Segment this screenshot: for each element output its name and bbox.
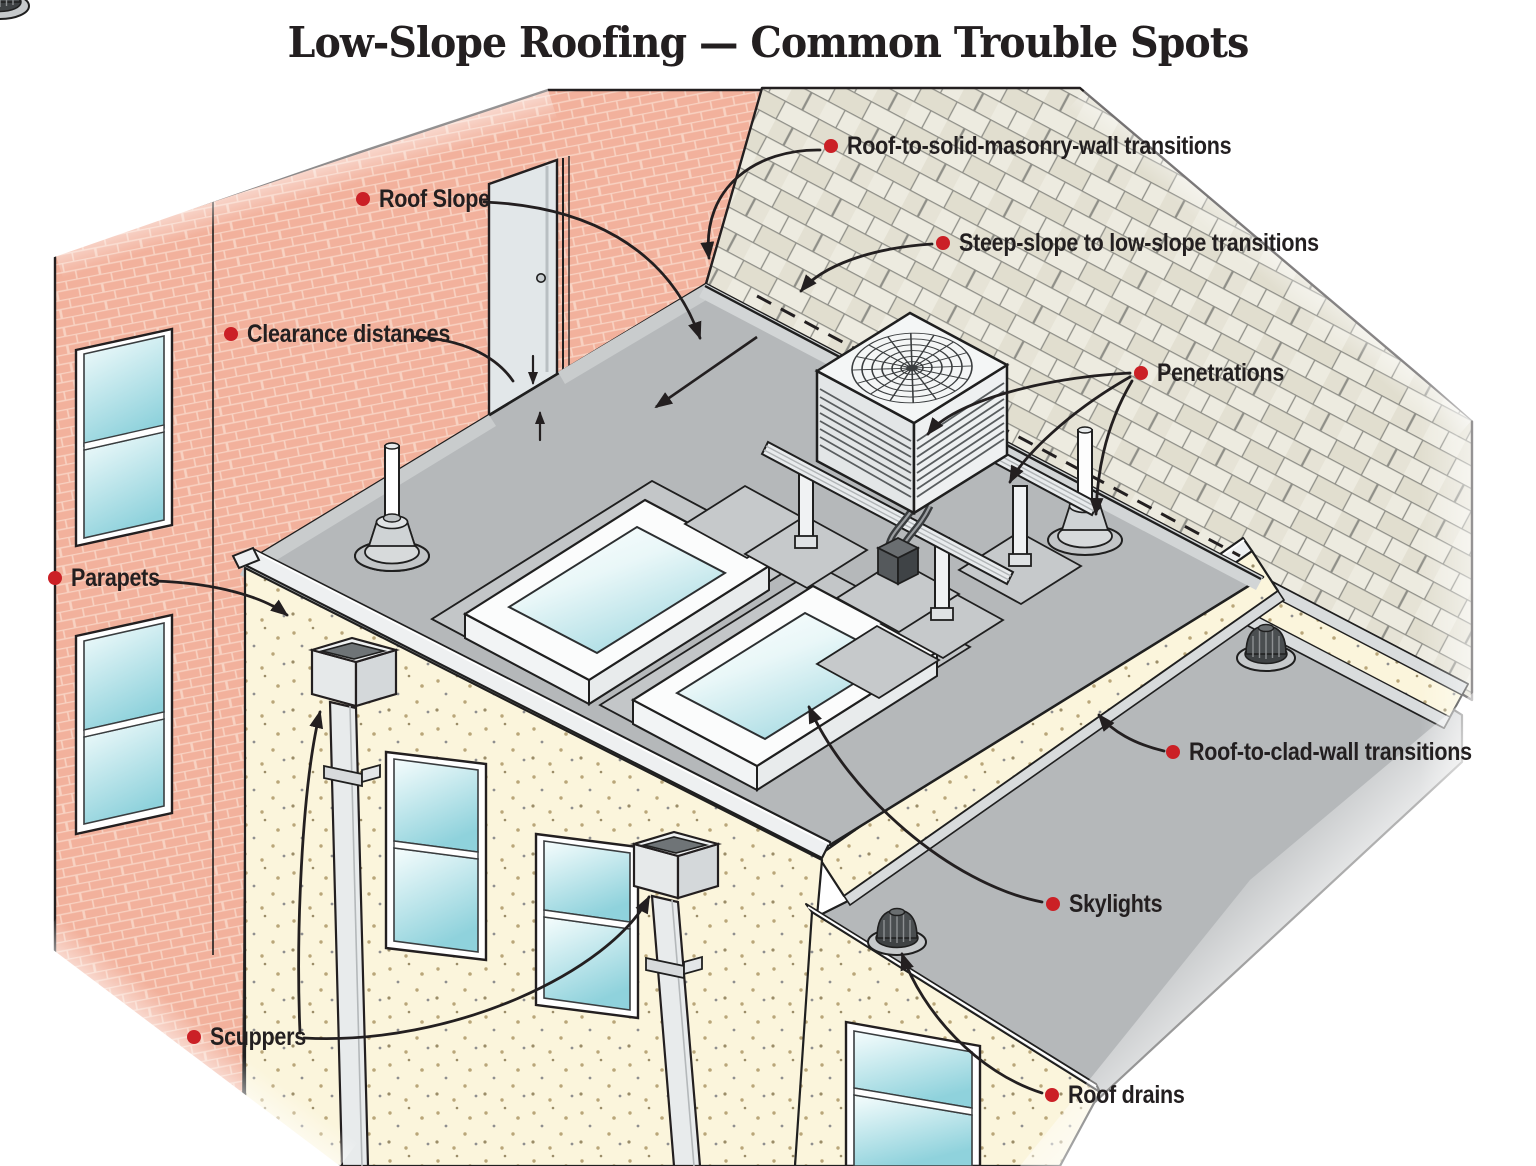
- louvers: [819, 382, 1005, 498]
- label-penetrations: Penetrations: [1134, 358, 1305, 388]
- title-bar: Low-Slope Roofing — Common Trouble Spots: [0, 18, 1536, 67]
- leader-steep-to-low: [799, 242, 934, 293]
- bullet-icon: [824, 139, 838, 153]
- front-wall-window-left: [384, 750, 488, 962]
- label-steep-to-low: Steep-slope to low-slope transitions: [936, 228, 1377, 258]
- hvac-assembly: [683, 311, 1100, 700]
- leader-scuppers-right: [302, 895, 651, 1040]
- label-clearance: Clearance distances: [224, 319, 483, 349]
- brick-wall-window-upper: [74, 327, 174, 548]
- label-scuppers: Scuppers: [187, 1022, 322, 1052]
- bullet-icon: [1166, 745, 1180, 759]
- leader-roof-to-masonry: [700, 148, 822, 260]
- fan-grille: [851, 332, 973, 404]
- label-skylights: Skylights: [1046, 889, 1177, 919]
- conduit-penetration: [875, 498, 934, 586]
- leader-parapets: [153, 579, 289, 617]
- hvac-unit: [814, 311, 1010, 516]
- leader-skylights: [807, 705, 1044, 904]
- bullet-icon: [48, 571, 62, 585]
- callout-arrows: [153, 148, 1166, 1095]
- support-pads: [683, 484, 1083, 700]
- page-title: Low-Slope Roofing — Common Trouble Spots: [287, 18, 1250, 67]
- scupper-left: [308, 636, 400, 1166]
- label-roof-slope: Roof Slope: [356, 184, 508, 214]
- label-roof-drains: Roof drains: [1045, 1080, 1204, 1110]
- bullet-icon: [1045, 1088, 1059, 1102]
- lower-wall-window: [844, 1020, 982, 1166]
- leader-roof-to-clad: [1097, 713, 1166, 753]
- leader-clearance: [413, 335, 515, 383]
- brick-wall-window-lower: [74, 613, 174, 836]
- bullet-icon: [1046, 897, 1060, 911]
- leader-roof-slope: [482, 200, 702, 340]
- bullet-icon: [187, 1030, 201, 1044]
- bullet-icon: [1134, 366, 1148, 380]
- bullet-icon: [224, 327, 238, 341]
- leader-penetrations-2: [1008, 375, 1132, 484]
- leader-penetrations-3: [1089, 379, 1134, 516]
- label-parapets: Parapets: [48, 563, 174, 593]
- scupper-right: [630, 830, 722, 1166]
- bullet-icon: [356, 192, 370, 206]
- door-knob: [535, 272, 546, 283]
- label-roof-to-masonry: Roof-to-solid-masonry-wall transitions: [824, 131, 1294, 161]
- leader-roof-drains: [900, 952, 1044, 1095]
- front-wall-window-right: [534, 832, 640, 1020]
- label-roof-to-clad: Roof-to-clad-wall transitions: [1166, 737, 1518, 767]
- leader-scuppers-left: [297, 710, 324, 1035]
- roof-slope-arrow: [654, 335, 758, 409]
- bullet-icon: [936, 236, 950, 250]
- leader-penetrations-1: [926, 371, 1132, 436]
